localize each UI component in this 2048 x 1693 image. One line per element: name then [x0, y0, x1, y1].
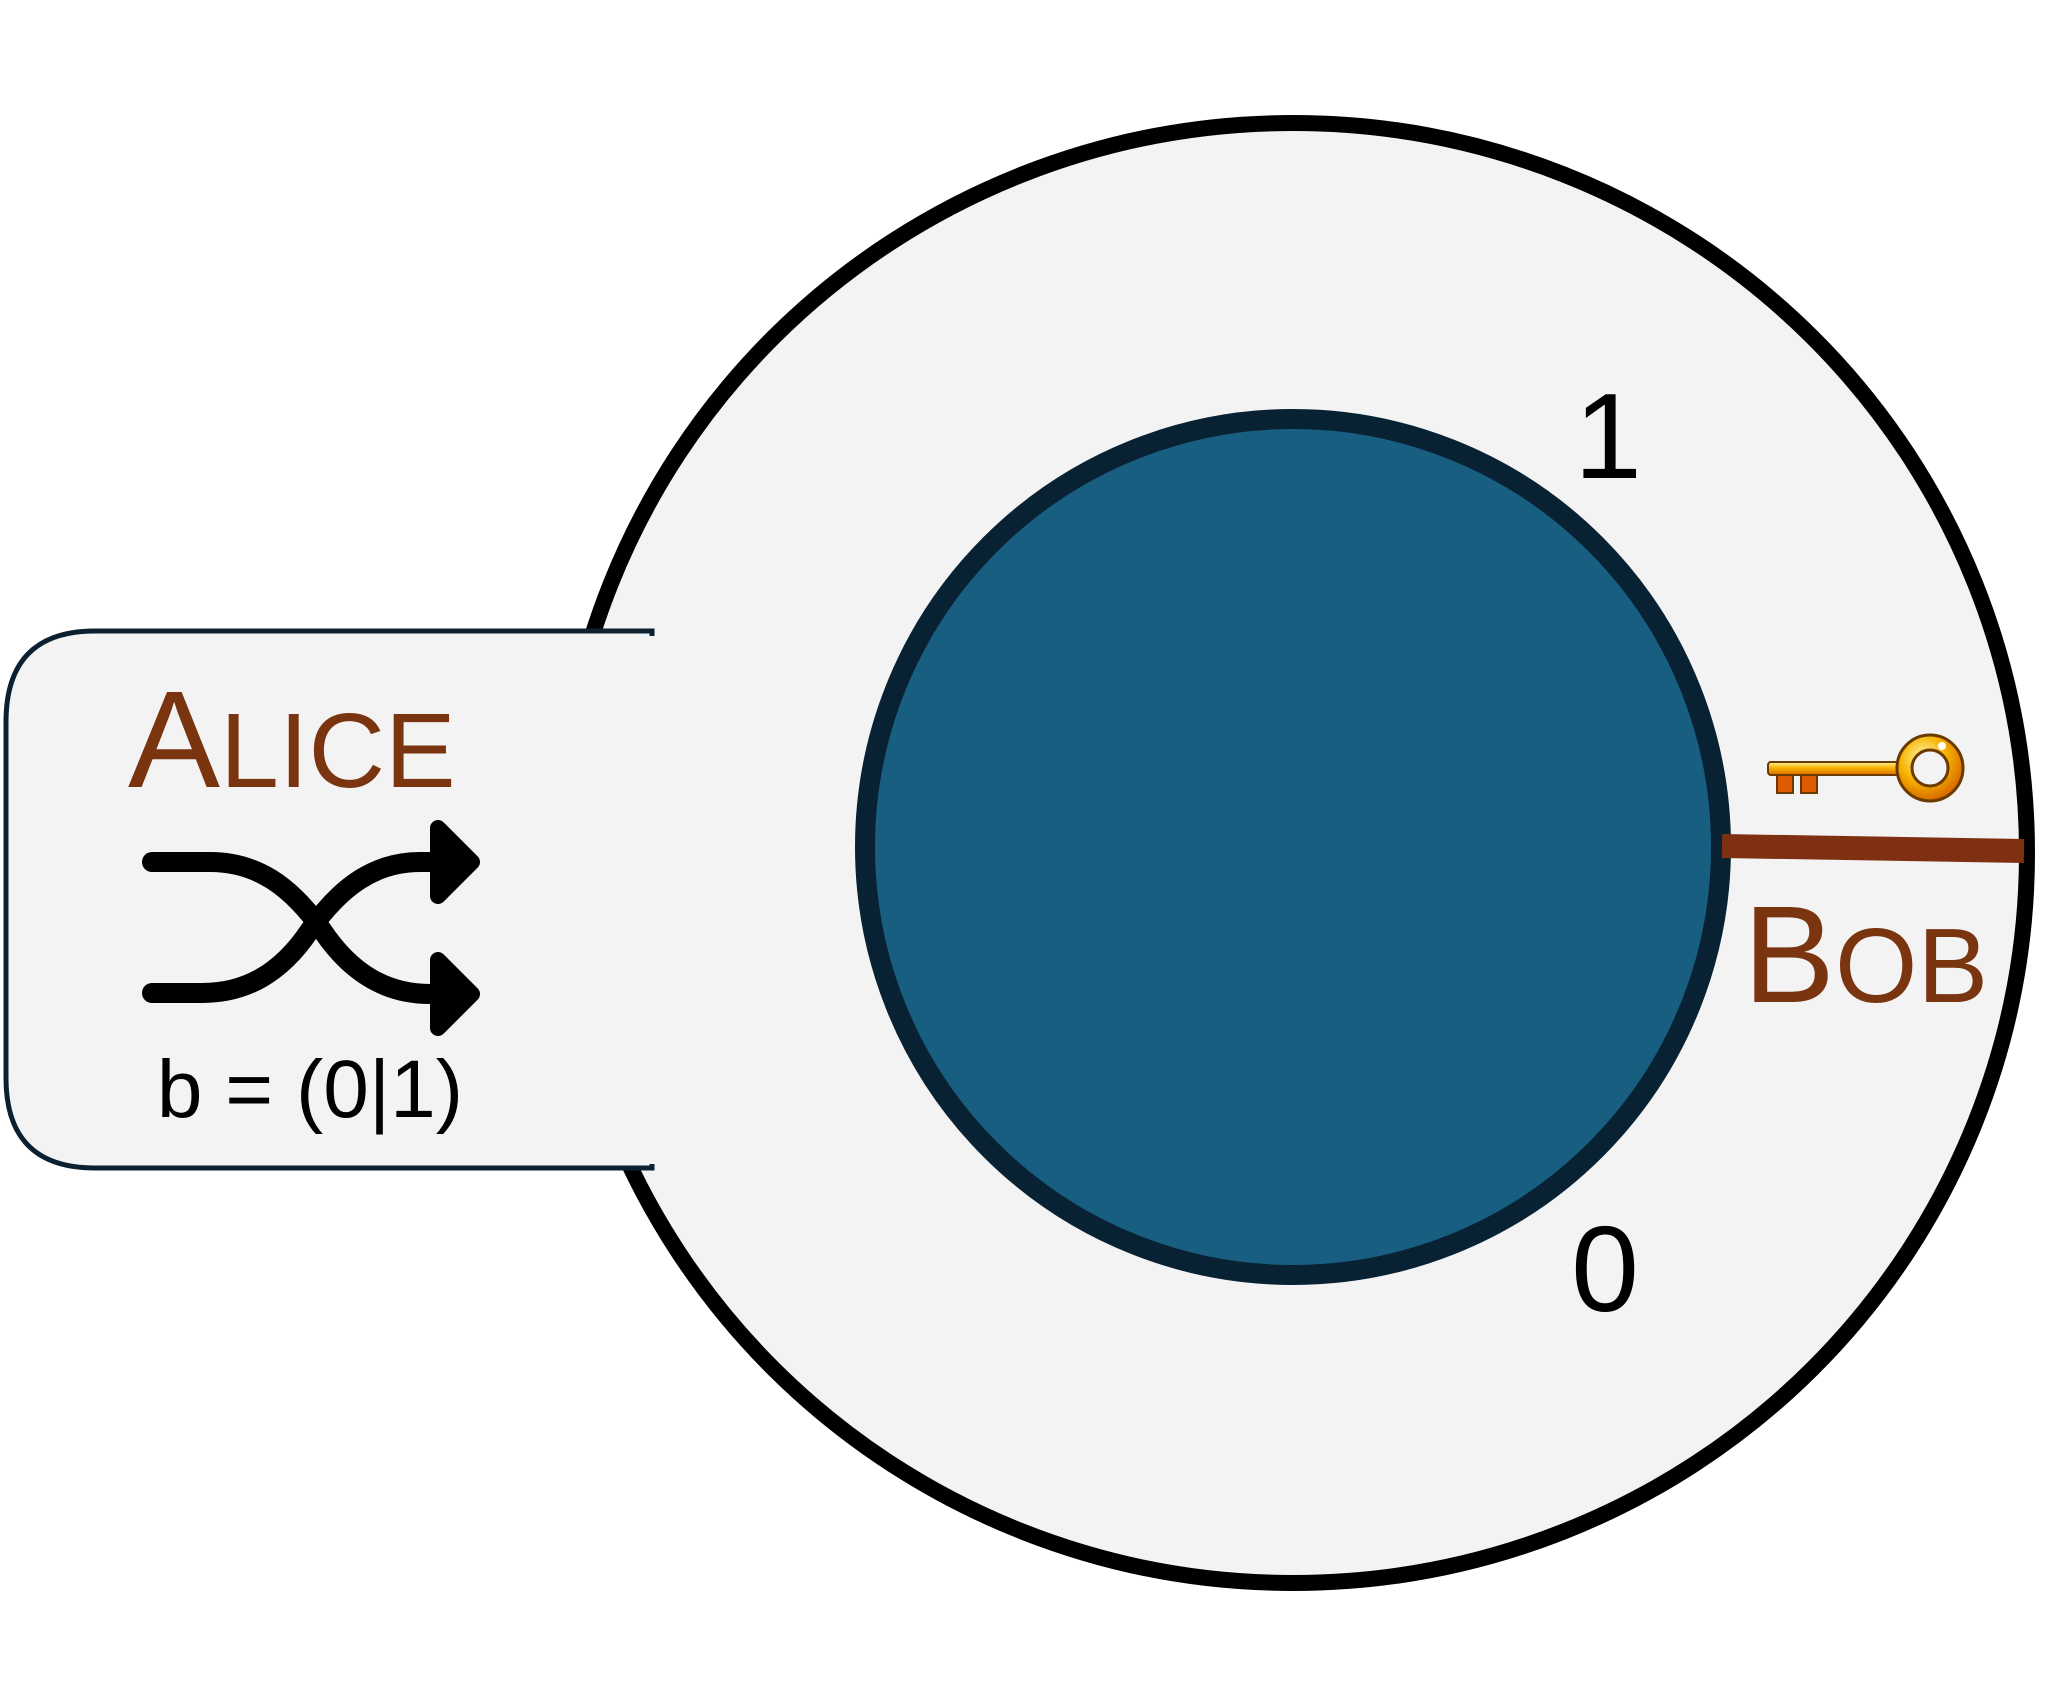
alice-name: ALICE [128, 663, 456, 817]
alice-formula: b = (0|1) [157, 1044, 463, 1135]
key-icon [1767, 733, 1965, 803]
dial-label-0: 0 [1571, 1201, 1639, 1337]
panel-join-cover [560, 636, 710, 1164]
shuffle-icon [142, 820, 480, 1036]
dial-label-1: 1 [1574, 368, 1642, 504]
alice-name-rest: LICE [220, 692, 456, 810]
bob-name-initial: B [1743, 878, 1835, 1032]
alice-name-initial: A [128, 663, 220, 817]
bob-pointer [1721, 834, 2025, 863]
bob-name: BOB [1743, 878, 1988, 1032]
bob-name-rest: OB [1835, 907, 1988, 1025]
inner-disk [855, 409, 1731, 1285]
